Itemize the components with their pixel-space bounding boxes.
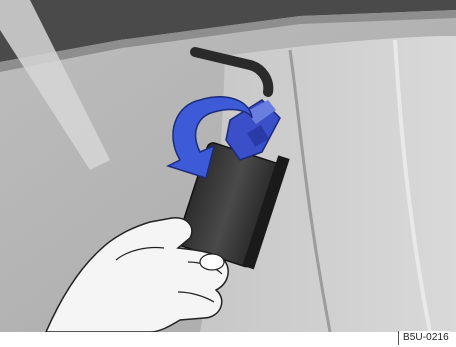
bottom-strip [0,332,456,347]
thumbnail [200,254,224,270]
reference-code: B5U-0216 [398,331,450,345]
